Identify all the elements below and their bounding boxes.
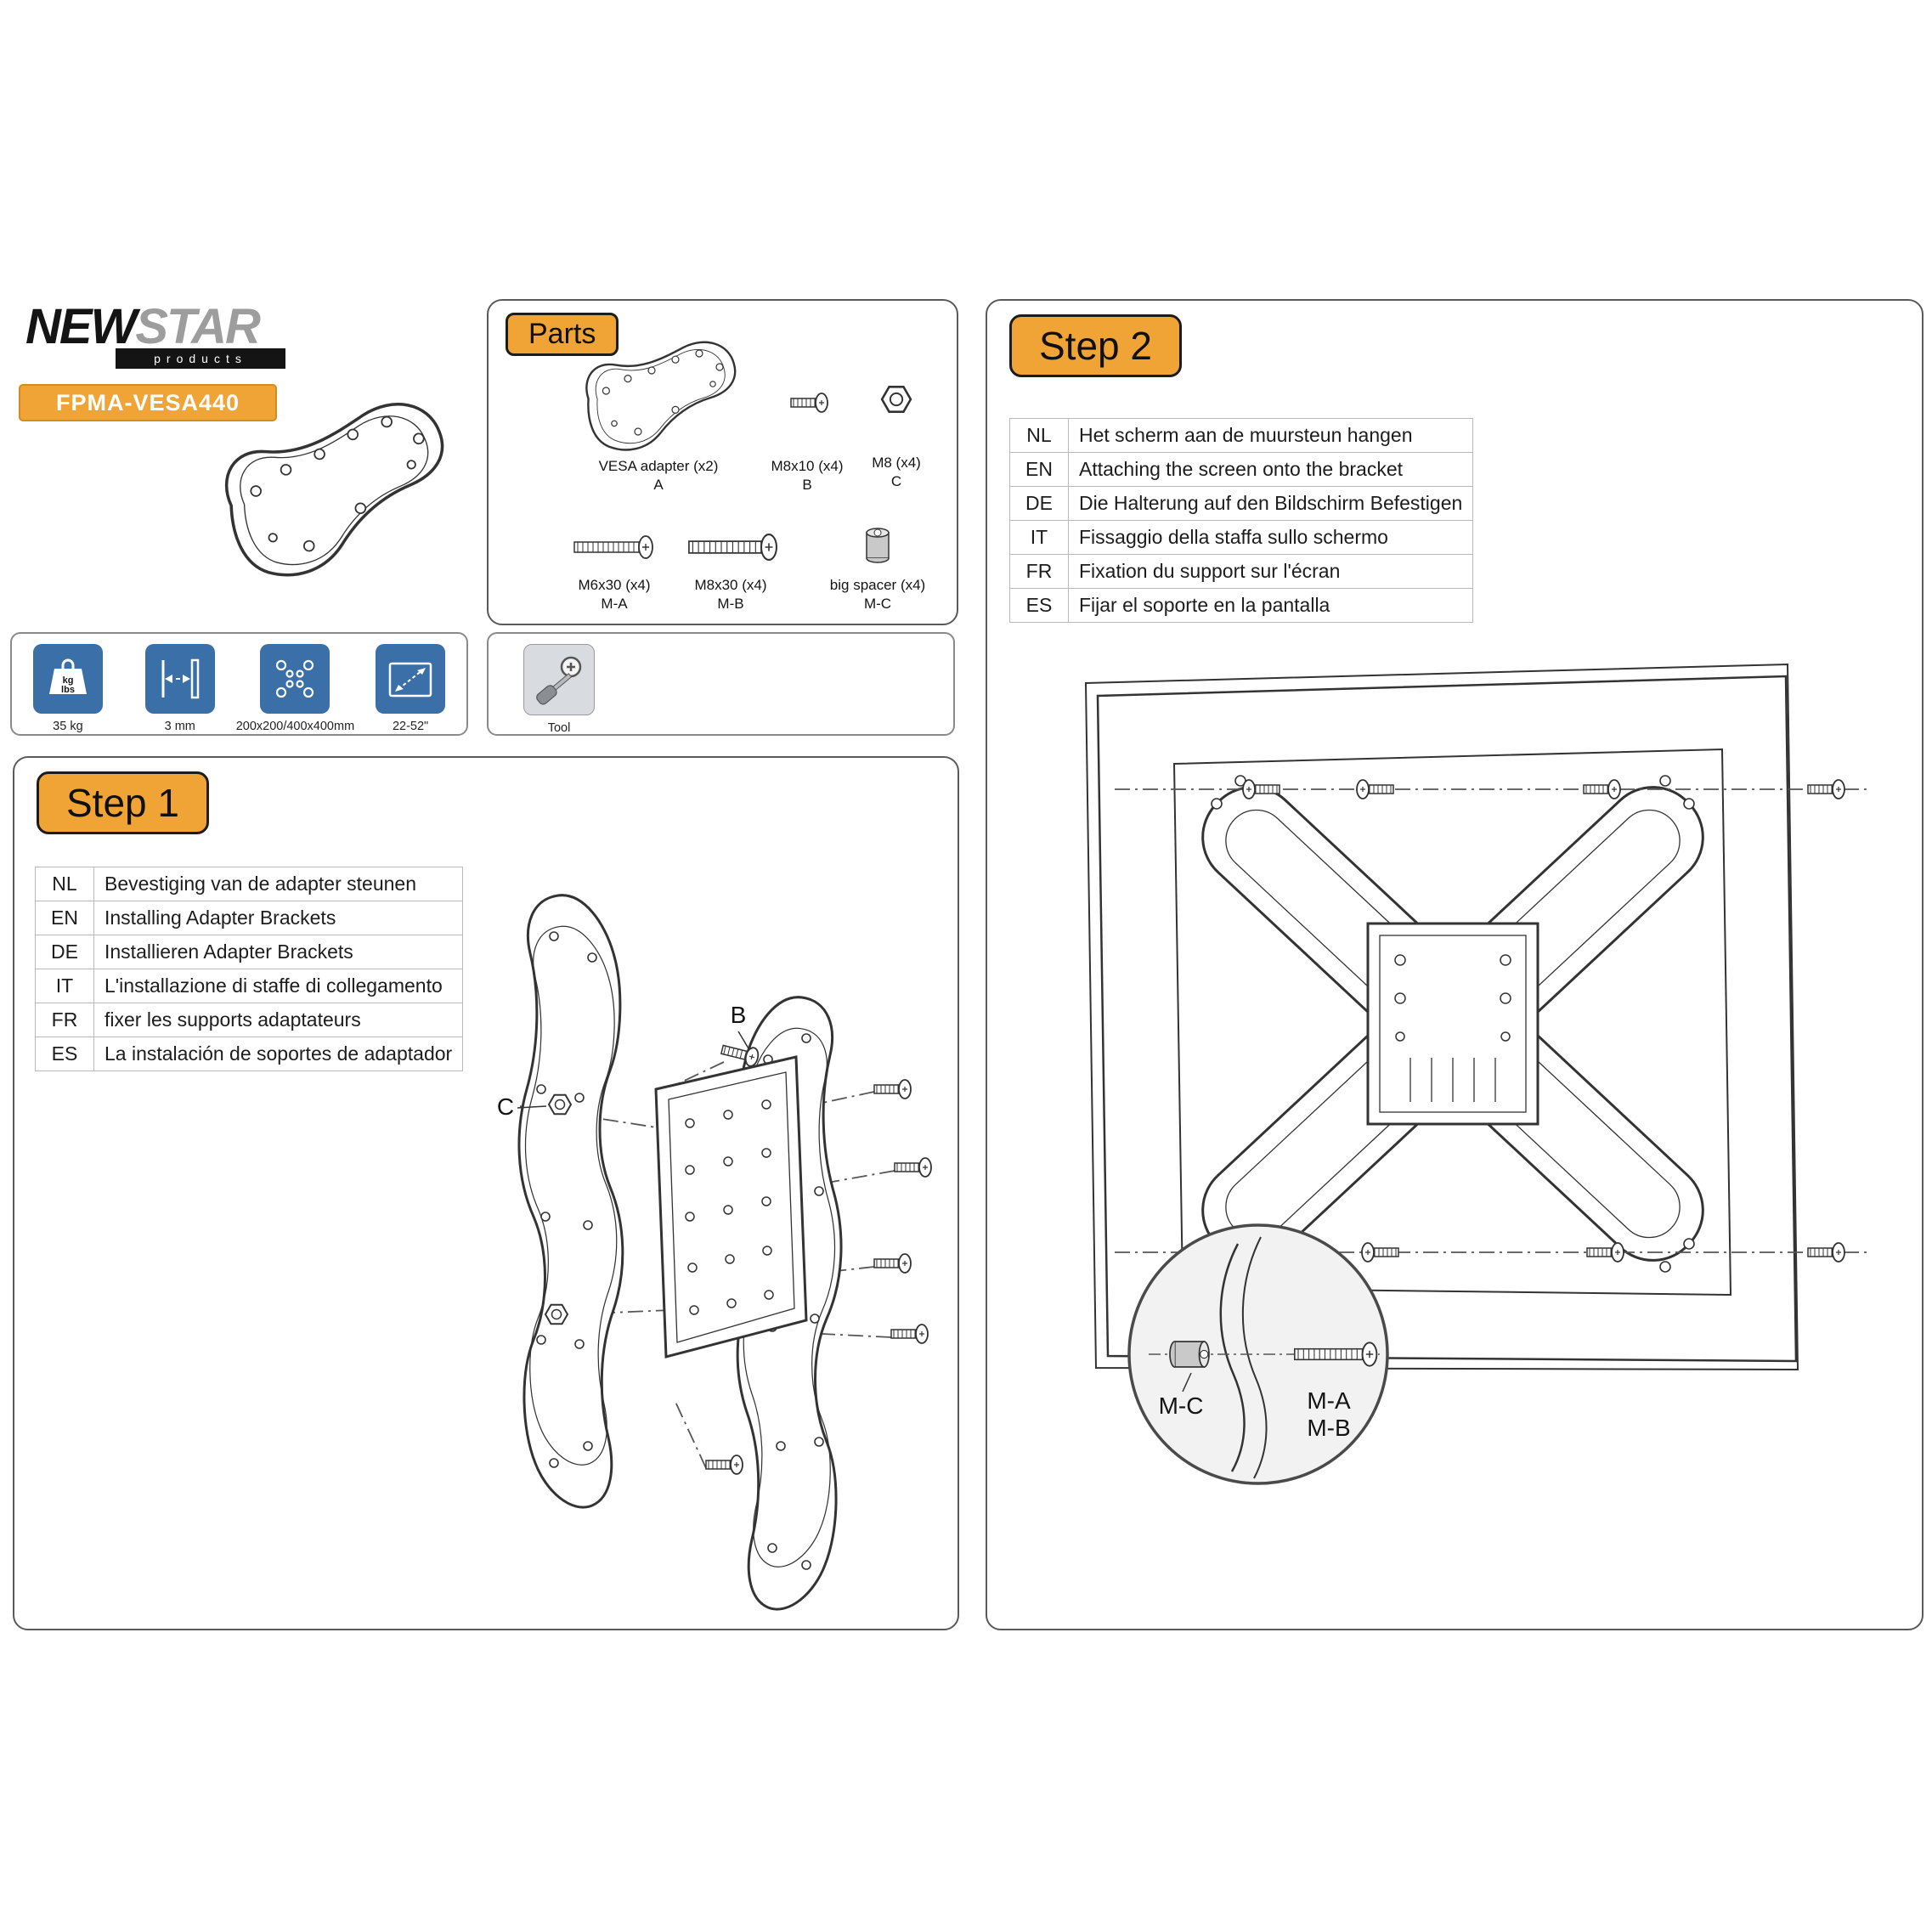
tool-tile [523,644,595,715]
table-row: DE Die Halterung auf den Bildschirm Befe… [1009,486,1474,521]
lang-text-cell: L'installazione di staffe di collegament… [93,969,464,1003]
thickness-tile [144,644,215,714]
lang-text-cell: Het scherm aan de muursteun hangen [1067,418,1474,453]
lang-text-cell: Fijar el soporte en la pantalla [1067,588,1474,623]
lang-code-cell: DE [1009,486,1069,521]
step2-title-badge: Step 2 [1009,314,1182,377]
lang-code-cell: IT [35,969,94,1003]
spec-size: 22-52" [354,644,466,733]
part-mc-label: big spacer (x4) [830,577,925,593]
tool-box: Tool [487,632,955,736]
spec-pattern-label: 200x200/400x400mm [235,720,355,733]
part-c-label: M8 (x4) [872,455,921,471]
lang-code-cell: DE [35,935,94,969]
spec-weight-label: 35 kg [53,720,83,733]
table-row: FR fixer les supports adaptateurs [35,1003,464,1037]
size-tile [376,644,446,714]
spec-size-label: 22-52" [392,720,429,733]
lang-code-cell: FR [35,1003,94,1037]
lang-code-cell: EN [35,901,94,935]
step1-lang-table: NL Bevestiging van de adapter steunen EN… [35,867,464,1071]
model-badge: FPMA-VESA440 [19,384,277,421]
specs-box: kg lbs 35 kg 3 mm [10,632,468,736]
table-row: EN Attaching the screen onto the bracket [1009,452,1474,487]
part-a-label: VESA adapter (x2) [599,458,719,474]
step2-lang-table: NL Het scherm aan de muursteun hangen EN… [1009,418,1474,623]
callout-ma: M-A [1307,1387,1351,1414]
weight-lbs-text: lbs [61,685,75,695]
lang-text-cell: Attaching the screen onto the bracket [1067,452,1474,487]
spec-thickness: 3 mm [124,644,236,733]
table-row: NL Bevestiging van de adapter steunen [35,867,464,901]
lang-text-cell: Fissaggio della staffa sullo schermo [1067,520,1474,555]
weight-icon: kg lbs [48,658,87,695]
parts-panel: Parts VESA adapter (x2) A M8x10 (x4) B M… [487,299,958,625]
logo-star-text: STAR [135,299,261,354]
center-plate-drawing [654,1055,808,1359]
lang-code-cell: EN [1009,452,1069,487]
part-mb-label: M8x30 (x4) [694,577,766,593]
screwdriver-icon [536,656,582,705]
lang-code-cell: NL [1009,418,1069,453]
step2-drawing: M-C M-A M-B [1084,663,1867,1485]
callout-b: B [731,1002,747,1028]
part-mb-code: M-B [717,596,743,612]
spec-thickness-label: 3 mm [164,720,195,733]
spec-tool: Tool [512,644,606,735]
table-row: EN Installing Adapter Brackets [35,901,464,935]
part-a-code: A [653,477,664,493]
table-row: IT Fissaggio della staffa sullo schermo [1009,520,1474,555]
lang-code-cell: ES [35,1037,94,1071]
spec-weight: kg lbs 35 kg [12,644,124,733]
step2-panel: Step 2 NL Het scherm aan de muursteun ha… [986,299,1924,1630]
step1-title-badge: Step 1 [37,771,209,834]
part-ma-label: M6x30 (x4) [578,577,650,593]
table-row: NL Het scherm aan de muursteun hangen [1009,418,1474,453]
part-b-label: M8x10 (x4) [771,458,843,474]
lang-code-cell: IT [1009,520,1069,555]
lang-text-cell: Die Halterung auf den Bildschirm Befesti… [1067,486,1474,521]
table-row: IT L'installazione di staffe di collegam… [35,969,464,1003]
thickness-icon [161,658,200,699]
lang-code-cell: ES [1009,588,1069,623]
part-mc-code: M-C [864,596,891,612]
logo-new-text: NEW [25,299,137,354]
table-row: FR Fixation du support sur l'écran [1009,554,1474,589]
parts-drawing: VESA adapter (x2) A M8x10 (x4) B M8 (x4)… [573,301,925,612]
lang-text-cell: Fixation du support sur l'écran [1067,554,1474,589]
brand-logo-text: NEWSTAR [25,302,314,352]
logo-products-bar: products [116,348,285,369]
weight-kg-text: kg [63,675,74,686]
brand-logo: NEWSTAR products [25,302,314,379]
product-adapter-drawing [183,370,463,629]
lang-text-cell: Installing Adapter Brackets [93,901,464,935]
tool-label: Tool [547,721,571,735]
table-row: DE Installieren Adapter Brackets [35,935,464,969]
lang-code-cell: FR [1009,554,1069,589]
lang-text-cell: fixer les supports adaptateurs [93,1003,464,1037]
parts-title-badge: Parts [506,313,619,356]
part-b-code: B [802,477,811,493]
spec-pattern: 200x200/400x400mm [236,644,354,733]
part-c-code: C [891,473,901,489]
callout-mb: M-B [1307,1415,1350,1441]
screen-size-icon [388,662,432,698]
detail-magnifier: M-C M-A M-B [1127,1223,1389,1485]
table-row: ES La instalación de soportes de adaptad… [35,1037,464,1071]
lang-text-cell: Installieren Adapter Brackets [93,935,464,969]
table-row: ES Fijar el soporte en la pantalla [1009,588,1474,623]
vesa-pattern-icon [276,659,314,698]
weight-tile: kg lbs [32,644,103,714]
pattern-tile [260,644,330,714]
lang-text-cell: La instalación de soportes de adaptador [93,1037,464,1071]
part-ma-code: M-A [601,596,628,612]
step1-drawing: B C [497,834,932,1620]
callout-c: C [497,1093,514,1120]
lang-code-cell: NL [35,867,94,901]
bracket-x-drawing [1201,775,1704,1273]
lang-text-cell: Bevestiging van de adapter steunen [93,867,464,901]
step1-panel: Step 1 NL Bevestiging van de adapter ste… [13,756,959,1630]
callout-mc: M-C [1159,1393,1204,1419]
